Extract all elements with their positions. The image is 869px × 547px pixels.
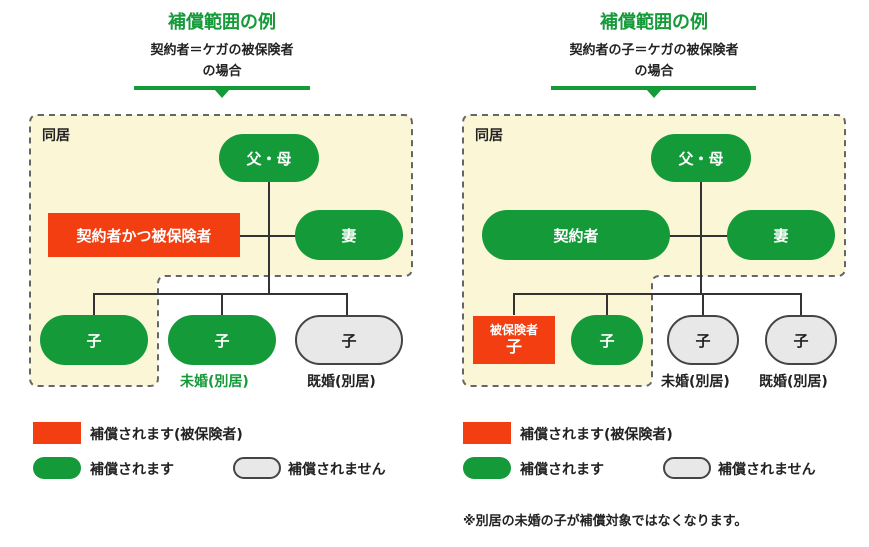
right-spouse-node: 妻 xyxy=(727,210,835,260)
left-child3-drop xyxy=(346,293,348,315)
right-child4-caption: 既婚(別居) xyxy=(759,374,828,390)
left-legend-green-swatch xyxy=(33,457,81,479)
right-trunk-line xyxy=(700,180,702,294)
left-title-bar xyxy=(134,86,310,90)
right-child3-node: 子 xyxy=(667,315,739,365)
right-insured-small-label: 被保険者 xyxy=(489,323,538,337)
left-child1-drop xyxy=(93,293,95,315)
right-child2-node: 子 xyxy=(571,315,643,365)
left-parents-node: 父・母 xyxy=(219,134,319,182)
left-zone-label: 同居 xyxy=(42,128,70,144)
right-legend-red-swatch xyxy=(463,422,511,444)
left-children-bar xyxy=(93,293,348,295)
right-child2-drop xyxy=(606,293,608,315)
right-child3-drop xyxy=(702,293,704,315)
right-title-pointer xyxy=(646,89,662,98)
right-title: 補償範囲の例 xyxy=(600,12,708,33)
right-contractor-node: 契約者 xyxy=(482,210,670,260)
footnote: ※別居の未婚の子が補償対象ではなくなります。 xyxy=(463,514,748,529)
right-subtitle-line1: 契約者の子＝ケガの被保険者 xyxy=(569,43,739,58)
right-contractor-line xyxy=(668,235,730,237)
left-child2-drop xyxy=(221,293,223,315)
left-legend-grey-swatch xyxy=(233,457,281,479)
right-zone-label: 同居 xyxy=(475,128,503,144)
left-child3-caption: 既婚(別居) xyxy=(307,374,376,390)
left-title-pointer xyxy=(214,89,230,98)
left-subtitle-line1: 契約者＝ケガの被保険者 xyxy=(150,43,294,58)
right-legend-green-swatch xyxy=(463,457,511,479)
right-insured-child-node: 被保険者 子 xyxy=(473,316,555,364)
right-subtitle-line2: の場合 xyxy=(634,64,674,79)
right-legend-green-label: 補償されます xyxy=(520,462,604,478)
right-legend-grey-swatch xyxy=(663,457,711,479)
left-child2-node: 子 xyxy=(168,315,276,365)
right-children-bar xyxy=(513,293,802,295)
right-child3-caption: 未婚(別居) xyxy=(661,374,730,390)
right-title-bar xyxy=(551,86,756,90)
left-spouse-line xyxy=(240,235,296,237)
left-legend-red-swatch xyxy=(33,422,81,444)
left-spouse-node: 妻 xyxy=(295,210,403,260)
left-child1-node: 子 xyxy=(40,315,148,365)
right-legend-red-label: 補償されます(被保険者) xyxy=(520,427,673,443)
left-child2-caption: 未婚(別居) xyxy=(180,374,249,390)
right-parents-node: 父・母 xyxy=(651,134,751,182)
left-trunk-line xyxy=(268,180,270,294)
left-legend-grey-label: 補償されません xyxy=(288,462,386,478)
right-child4-node: 子 xyxy=(765,315,837,365)
left-title: 補償範囲の例 xyxy=(168,12,276,33)
right-child4-drop xyxy=(800,293,802,315)
left-child3-node: 子 xyxy=(295,315,403,365)
left-insured-node: 契約者かつ被保険者 xyxy=(48,213,240,257)
right-legend-grey-label: 補償されません xyxy=(718,462,816,478)
right-insured-child-label: 子 xyxy=(505,337,522,356)
left-subtitle-line2: の場合 xyxy=(202,64,242,79)
left-legend-red-label: 補償されます(被保険者) xyxy=(90,427,243,443)
left-legend-green-label: 補償されます xyxy=(90,462,174,478)
right-child1-drop xyxy=(513,293,515,315)
